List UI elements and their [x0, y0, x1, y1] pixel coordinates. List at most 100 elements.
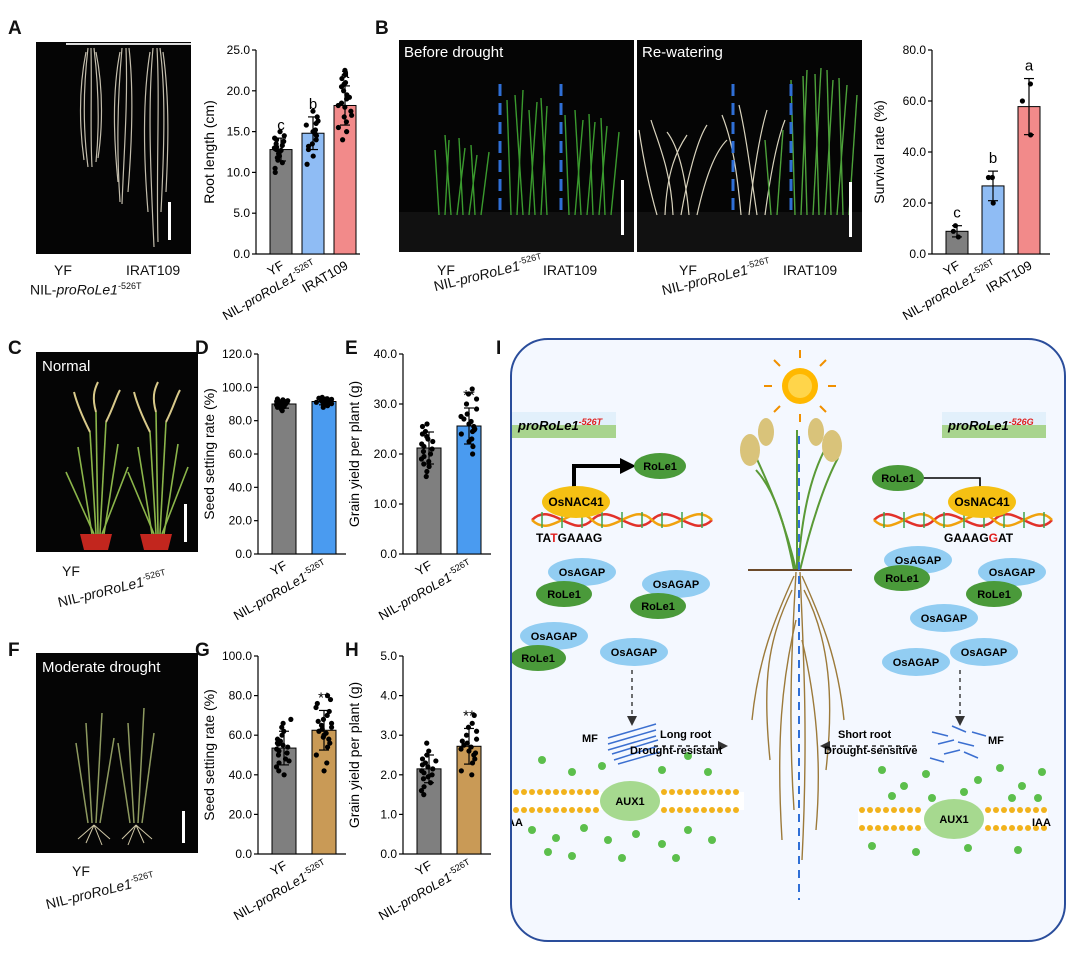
data-point: [340, 137, 346, 143]
y-axis-label: Grain yield per plant (g): [346, 682, 362, 828]
y-tick-label: 100.0: [222, 380, 252, 394]
panel-letter-d: D: [195, 338, 209, 359]
sun-icon: [764, 350, 836, 422]
data-point: [473, 406, 480, 412]
bar: [301, 132, 325, 255]
data-point: [309, 141, 315, 147]
bar: [269, 149, 293, 255]
y-tick-label: 0.0: [380, 847, 397, 861]
x-tick-label: YF: [941, 258, 963, 279]
data-point: [458, 413, 464, 420]
data-point: [314, 700, 320, 707]
y-tick-label: 10.0: [374, 497, 398, 511]
svg-text:RoLe1: RoLe1: [547, 589, 581, 601]
role1-label: RoLe1: [643, 461, 677, 473]
data-point: [419, 768, 425, 774]
osnac41-left-shape: [542, 486, 610, 518]
data-point: [274, 746, 280, 752]
data-point: [341, 114, 347, 120]
role1-shape: [872, 465, 924, 491]
svg-text:OsAGAP: OsAGAP: [893, 657, 939, 669]
data-point: [346, 94, 353, 100]
genotype-label-nil: NIL-proRoLe1-526T: [44, 869, 155, 913]
data-point: [458, 431, 464, 437]
y-tick-label: 4.0: [380, 689, 397, 703]
scale-bar: [849, 182, 852, 237]
data-point: [305, 143, 312, 149]
data-point: [315, 718, 321, 724]
genotype-label-yf: YF: [72, 863, 90, 879]
data-point: [421, 784, 427, 790]
y-tick-label: 80.0: [229, 689, 253, 703]
y-tick-label: 0.0: [233, 247, 250, 261]
data-point: [328, 401, 335, 407]
panel-letter-g: G: [195, 640, 210, 661]
data-point: [326, 708, 332, 715]
data-point: [279, 732, 285, 738]
data-point: [421, 792, 427, 798]
photo-label-drought: Moderate drought: [42, 659, 161, 676]
iaa-label: IAA: [512, 817, 523, 829]
panel-letter-e: E: [345, 338, 358, 359]
x-tick-label: YF: [413, 858, 435, 879]
rice-seedlings-before: [399, 84, 634, 252]
microfilament-fragments-right: [929, 725, 987, 763]
data-point: [328, 720, 335, 726]
plant-photo-normal: Normal: [36, 352, 198, 552]
data-point: [468, 418, 474, 425]
x-tick-label: YF: [268, 858, 290, 879]
svg-text:RoLe1: RoLe1: [977, 589, 1011, 601]
data-point: [288, 716, 294, 722]
role1-label: RoLe1: [881, 473, 915, 485]
data-point: [426, 748, 432, 754]
data-point: [281, 138, 287, 144]
panel-letter-a: A: [8, 18, 22, 39]
data-point: [326, 736, 332, 742]
data-point: [421, 453, 427, 460]
data-point: [275, 752, 282, 758]
data-point: [315, 118, 321, 124]
y-tick-label: 60.0: [903, 94, 927, 108]
data-point: [459, 738, 465, 744]
svg-text:OsAGAP: OsAGAP: [989, 567, 1035, 579]
role1-shape: [634, 453, 686, 479]
data-point: [310, 108, 316, 114]
y-tick-label: 10.0: [227, 165, 251, 179]
data-point: [342, 71, 348, 78]
data-point: [473, 728, 480, 734]
bar: [416, 447, 442, 555]
y-tick-label: 60.0: [229, 728, 253, 742]
y-axis-label: Survival rate (%): [871, 100, 887, 203]
y-tick-label: 25.0: [227, 43, 251, 57]
y-tick-label: 3.0: [380, 728, 397, 742]
data-point: [324, 744, 331, 750]
dna-left-illustration: [531, 512, 713, 528]
data-point: [424, 421, 430, 427]
data-point: [313, 752, 319, 758]
rice-plants-normal: [65, 381, 189, 550]
data-point: [274, 736, 281, 742]
plant-photo-drought: Moderate drought: [36, 653, 198, 853]
y-tick-label: 30.0: [374, 397, 398, 411]
x-tick-label: YF: [413, 558, 435, 579]
scale-bar: [184, 504, 187, 542]
data-point: [286, 758, 292, 764]
data-point: [470, 451, 476, 457]
data-point: [273, 764, 280, 770]
y-tick-label: 0.0: [909, 247, 926, 261]
drought-photo-rewatering: Re-watering: [637, 40, 862, 252]
data-point: [426, 463, 432, 470]
scale-bar: [182, 811, 185, 843]
y-tick-label: 40.0: [229, 768, 253, 782]
data-point: [272, 146, 278, 152]
data-point: [465, 391, 472, 397]
data-point: [429, 446, 435, 452]
y-tick-label: 40.0: [903, 145, 927, 159]
significance-label: c: [277, 117, 285, 134]
data-point: [469, 436, 475, 442]
aux1-label: AUX1: [615, 796, 644, 808]
